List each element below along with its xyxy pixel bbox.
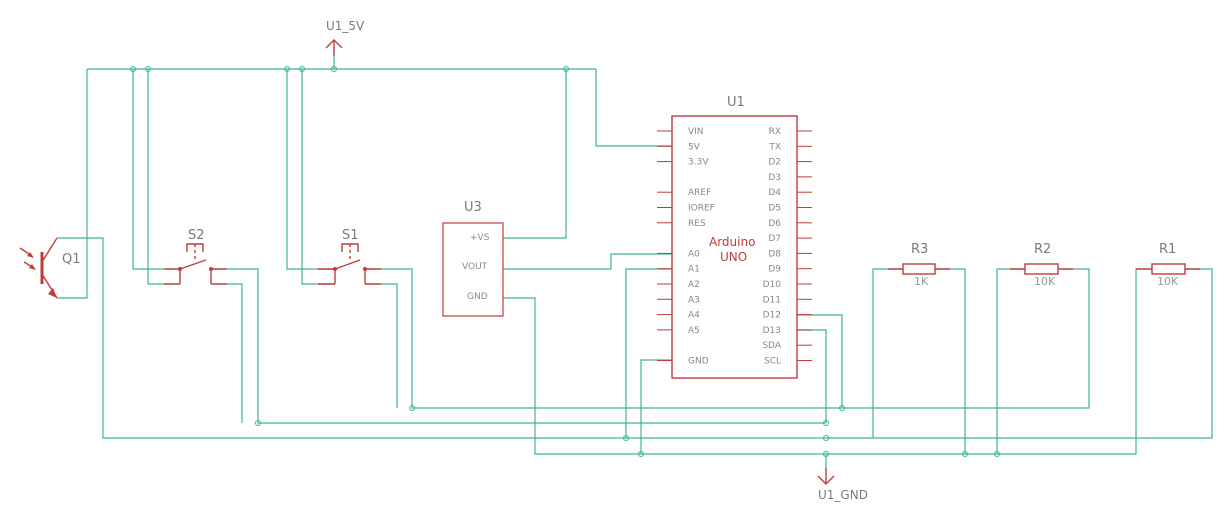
sensor-u3: U3 +VS VOUT GND	[442, 200, 504, 317]
wire-s1-left-bottom	[301, 69, 335, 285]
u3-ref: U3	[464, 200, 482, 215]
u3-pin-vs: +VS	[470, 233, 490, 243]
junction	[994, 451, 1000, 457]
u1-right-pin-label: D9	[768, 265, 781, 275]
junction	[623, 435, 629, 441]
u1-right-pin-label: D3	[768, 173, 781, 183]
wire-s1-right	[365, 268, 1090, 409]
u1-left-pin-label: A3	[688, 295, 700, 305]
u1-left-pin-label: 3.3V	[688, 158, 709, 168]
junction	[962, 451, 968, 457]
u1-left-pin-label: RES	[688, 219, 706, 229]
junction	[255, 420, 261, 426]
switch-s2: S2	[164, 228, 227, 285]
wire-d12	[797, 314, 843, 408]
s1-ref: S1	[342, 228, 359, 243]
power-symbol-5v: U1_5V	[325, 19, 365, 56]
u1-right-pin-label: TX	[768, 142, 781, 152]
u1-left-pin-label: IOREF	[688, 204, 715, 214]
u1-left-pin-label: A1	[688, 265, 700, 275]
u1-right-pin-label: SDA	[762, 341, 781, 351]
u1-title-line2: UNO	[720, 250, 747, 264]
u1-right-pin-label: D6	[768, 219, 781, 229]
u1-left-pin-label: A5	[688, 326, 700, 336]
wire-u3-vout	[503, 253, 672, 270]
u1-right-pin-label: RX	[769, 127, 781, 137]
u3-pin-gnd: GND	[467, 292, 488, 302]
wire-u3-vs	[503, 69, 567, 239]
r1-value: 10K	[1157, 275, 1179, 288]
junction	[284, 66, 290, 72]
u1-left-pin-label: 5V	[688, 142, 701, 152]
u1-left-pin-label: A2	[688, 280, 700, 290]
net-label-5v: U1_5V	[326, 19, 365, 33]
wire-s2-left-bottom	[147, 69, 180, 285]
wire-s2-right	[212, 268, 826, 424]
wire-q1-collector	[57, 237, 1213, 439]
wire-s2-left	[132, 69, 180, 270]
resistor-r1: R1 10K	[1136, 242, 1200, 288]
wire-r2-left	[996, 268, 1025, 454]
u1-left-pin-label: A0	[688, 249, 700, 259]
u1-left-pin-label: AREF	[688, 188, 711, 198]
r2-ref: R2	[1034, 242, 1051, 257]
junction	[823, 451, 829, 457]
u1-right-pin-label: D5	[768, 204, 781, 214]
net-label-gnd: U1_GND	[818, 488, 868, 502]
wire-s2-right-bottom	[212, 283, 243, 423]
junction	[823, 420, 829, 426]
r2-value: 10K	[1034, 275, 1056, 288]
junction	[331, 66, 337, 72]
r3-value: 1K	[914, 275, 929, 288]
junction	[563, 66, 569, 72]
u1-right-pin-label: D10	[763, 280, 782, 290]
wire-r3-right	[935, 268, 966, 454]
resistor-r3: R3 1K	[888, 242, 950, 288]
wire-u3-gnd	[503, 268, 1152, 455]
wire-gnd	[640, 359, 672, 454]
u1-left-pin-label: GND	[688, 357, 709, 367]
junction	[638, 451, 644, 457]
wire-r3-left	[872, 268, 903, 438]
arduino-u1: U1 Arduino UNO VIN 5V 3.3V AREF IOREF RES A0A1…	[657, 95, 812, 379]
wire-s1-right-bottom	[365, 283, 398, 408]
junction	[823, 435, 829, 441]
resistor-r2: R2 10K	[1010, 242, 1073, 288]
r3-ref: R3	[911, 242, 928, 257]
wire-5v-to-arduino	[595, 69, 672, 147]
u1-left-pin-label: VIN	[688, 127, 704, 137]
wire-q1-emitter	[57, 69, 88, 299]
u1-ref: U1	[727, 95, 745, 110]
u1-right-pin-label: D11	[763, 295, 781, 305]
r1-ref: R1	[1159, 242, 1176, 257]
u1-right-pin-label: D12	[763, 311, 781, 321]
wire-a1	[625, 268, 672, 438]
u1-right-pin-label: D4	[768, 188, 781, 198]
u1-right-pin-label: D7	[768, 234, 781, 244]
switch-s1: S1	[318, 228, 381, 285]
ground-symbol: U1_GND	[817, 468, 868, 502]
u1-right-pin-label: D8	[768, 249, 781, 259]
wire-d13	[797, 329, 827, 423]
junction	[145, 66, 151, 72]
u3-pin-vout: VOUT	[462, 262, 488, 272]
u1-left-pin-label: A4	[688, 311, 700, 321]
junctions	[130, 66, 1000, 457]
u1-title-line1: Arduino	[709, 235, 755, 249]
s2-ref: S2	[188, 228, 205, 243]
junction	[299, 66, 305, 72]
q1-ref: Q1	[62, 252, 81, 267]
phototransistor-q1: Q1	[19, 237, 81, 299]
wires	[57, 56, 1213, 470]
wire-s1-left	[286, 69, 335, 270]
u1-right-pin-label: D13	[763, 326, 781, 336]
junction	[130, 66, 136, 72]
junction	[409, 405, 415, 411]
u1-right-pin-label: D2	[768, 158, 781, 168]
junction	[839, 405, 845, 411]
u1-right-pin-label: SCL	[764, 357, 781, 367]
